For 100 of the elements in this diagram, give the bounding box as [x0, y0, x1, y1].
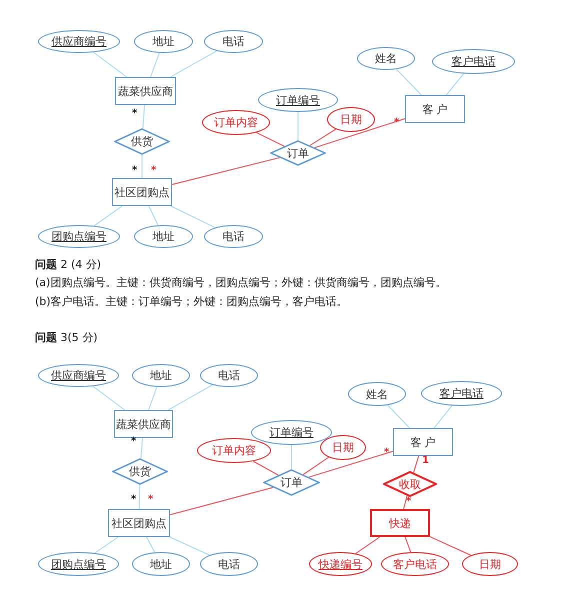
node-label: 蔬菜供应商	[116, 418, 171, 430]
connector-line	[140, 438, 143, 459]
entity-box	[114, 410, 173, 438]
relationship-diamond	[383, 471, 437, 497]
node-label: 姓名	[366, 388, 388, 400]
connector-line	[387, 404, 410, 428]
cardinality-mark: 1	[422, 456, 429, 466]
node-label: 电话	[218, 370, 240, 381]
node-label: 日期	[479, 558, 501, 570]
connector-line	[170, 50, 218, 78]
connector-line	[170, 486, 274, 516]
connector-line	[309, 128, 336, 146]
relationship-diamond	[263, 469, 320, 496]
entity-box	[370, 509, 430, 537]
relationship-diamond	[114, 128, 170, 155]
node-label: 蔬菜供应商	[118, 86, 173, 96]
cardinality-mark: *	[384, 448, 390, 458]
connector-line	[92, 386, 126, 410]
attribute-ellipse	[327, 107, 375, 132]
connector-line	[92, 52, 128, 78]
answer-text: (a)团购点编号。主键：供货商编号，团购点编号；外键：供货商编号，团购点编号。	[35, 277, 446, 288]
entity-box	[108, 509, 170, 537]
connector-line	[170, 206, 216, 228]
relationship-diamond	[270, 140, 326, 166]
entity-box	[115, 77, 176, 105]
connector-line	[403, 495, 408, 510]
node-label: 社区团购点	[114, 186, 170, 198]
connector-line	[256, 132, 285, 147]
connector-line	[314, 118, 406, 148]
cardinality-mark: *	[131, 495, 136, 505]
attribute-ellipse	[462, 552, 518, 576]
connector-line	[146, 536, 156, 553]
node-label: 订单编号	[276, 94, 320, 106]
attribute-ellipse	[251, 420, 332, 445]
node-label: 客户电话	[452, 56, 496, 67]
attribute-ellipse	[348, 382, 406, 406]
connector-line	[308, 450, 394, 478]
connector-line	[94, 206, 123, 226]
node-label: 日期	[340, 114, 362, 125]
attribute-ellipse	[258, 88, 338, 112]
connector-line	[413, 456, 420, 474]
entity-box	[393, 428, 453, 456]
node-label: 地址	[152, 36, 174, 47]
node-label: 订单	[280, 477, 302, 488]
node-label: 订单内容	[214, 117, 258, 128]
entity-box	[405, 95, 465, 123]
node-label: 供应商编号	[51, 370, 106, 381]
connector-line	[291, 444, 292, 470]
connector-line	[430, 536, 472, 556]
node-label: 日期	[332, 442, 354, 453]
connector-line	[446, 73, 464, 96]
node-label: 供货	[131, 136, 153, 147]
node-label: 姓名	[375, 53, 397, 64]
node-label: 团购点编号	[52, 231, 106, 242]
node-label: 客 户	[422, 104, 448, 114]
node-label: 电话	[218, 558, 240, 570]
answer-text: 问题 3(5 分)	[35, 332, 98, 343]
relationship-diamond	[112, 458, 168, 485]
node-label: 供货	[129, 466, 151, 477]
node-label: 订单内容	[212, 445, 256, 456]
connector-line	[396, 68, 422, 96]
cardinality-mark: *	[131, 437, 136, 447]
cardinality-mark: *	[394, 118, 400, 128]
connector-line	[252, 460, 279, 476]
attribute-ellipse	[132, 552, 190, 576]
node-label: 快递编号	[318, 558, 362, 570]
node-label: 供应商编号	[52, 36, 106, 47]
node-label: 地址	[150, 558, 172, 570]
connector-line	[142, 104, 146, 129]
cardinality-mark: *	[148, 495, 154, 505]
node-label: 地址	[152, 231, 174, 242]
node-label: 客户电话	[393, 558, 437, 570]
cardinality-mark: *	[151, 166, 156, 176]
cardinality-mark: *	[406, 497, 412, 507]
connector-line	[355, 536, 380, 554]
answer-text: (b)客户电话。主键：订单编号；外键：团购点编号，客户电话。	[35, 296, 348, 307]
connector-line	[168, 384, 213, 410]
node-label: 订单	[287, 148, 309, 158]
connector-line	[148, 206, 159, 226]
cardinality-mark: *	[132, 166, 138, 176]
connector-line	[169, 536, 210, 556]
connector-line	[172, 157, 280, 185]
connector-line	[302, 456, 330, 476]
answer-text: 问题 2 (4 分)	[35, 259, 102, 270]
node-label: 客 户	[410, 436, 436, 448]
connector-line	[150, 52, 160, 78]
node-label: 社区团购点	[112, 518, 166, 528]
node-label: 收取	[399, 478, 421, 490]
attribute-ellipse	[320, 435, 366, 460]
connector-line	[404, 536, 412, 553]
node-label: 快递	[389, 518, 411, 528]
node-label: 地址	[150, 370, 172, 381]
connector-line	[94, 536, 119, 554]
node-label: 客户电话	[440, 388, 484, 399]
node-label: 电话	[222, 36, 244, 47]
node-label: 订单编号	[270, 427, 314, 438]
node-label: 电话	[222, 231, 244, 242]
attribute-ellipse	[200, 552, 258, 576]
entity-box	[112, 178, 172, 206]
attribute-ellipse	[197, 438, 271, 463]
